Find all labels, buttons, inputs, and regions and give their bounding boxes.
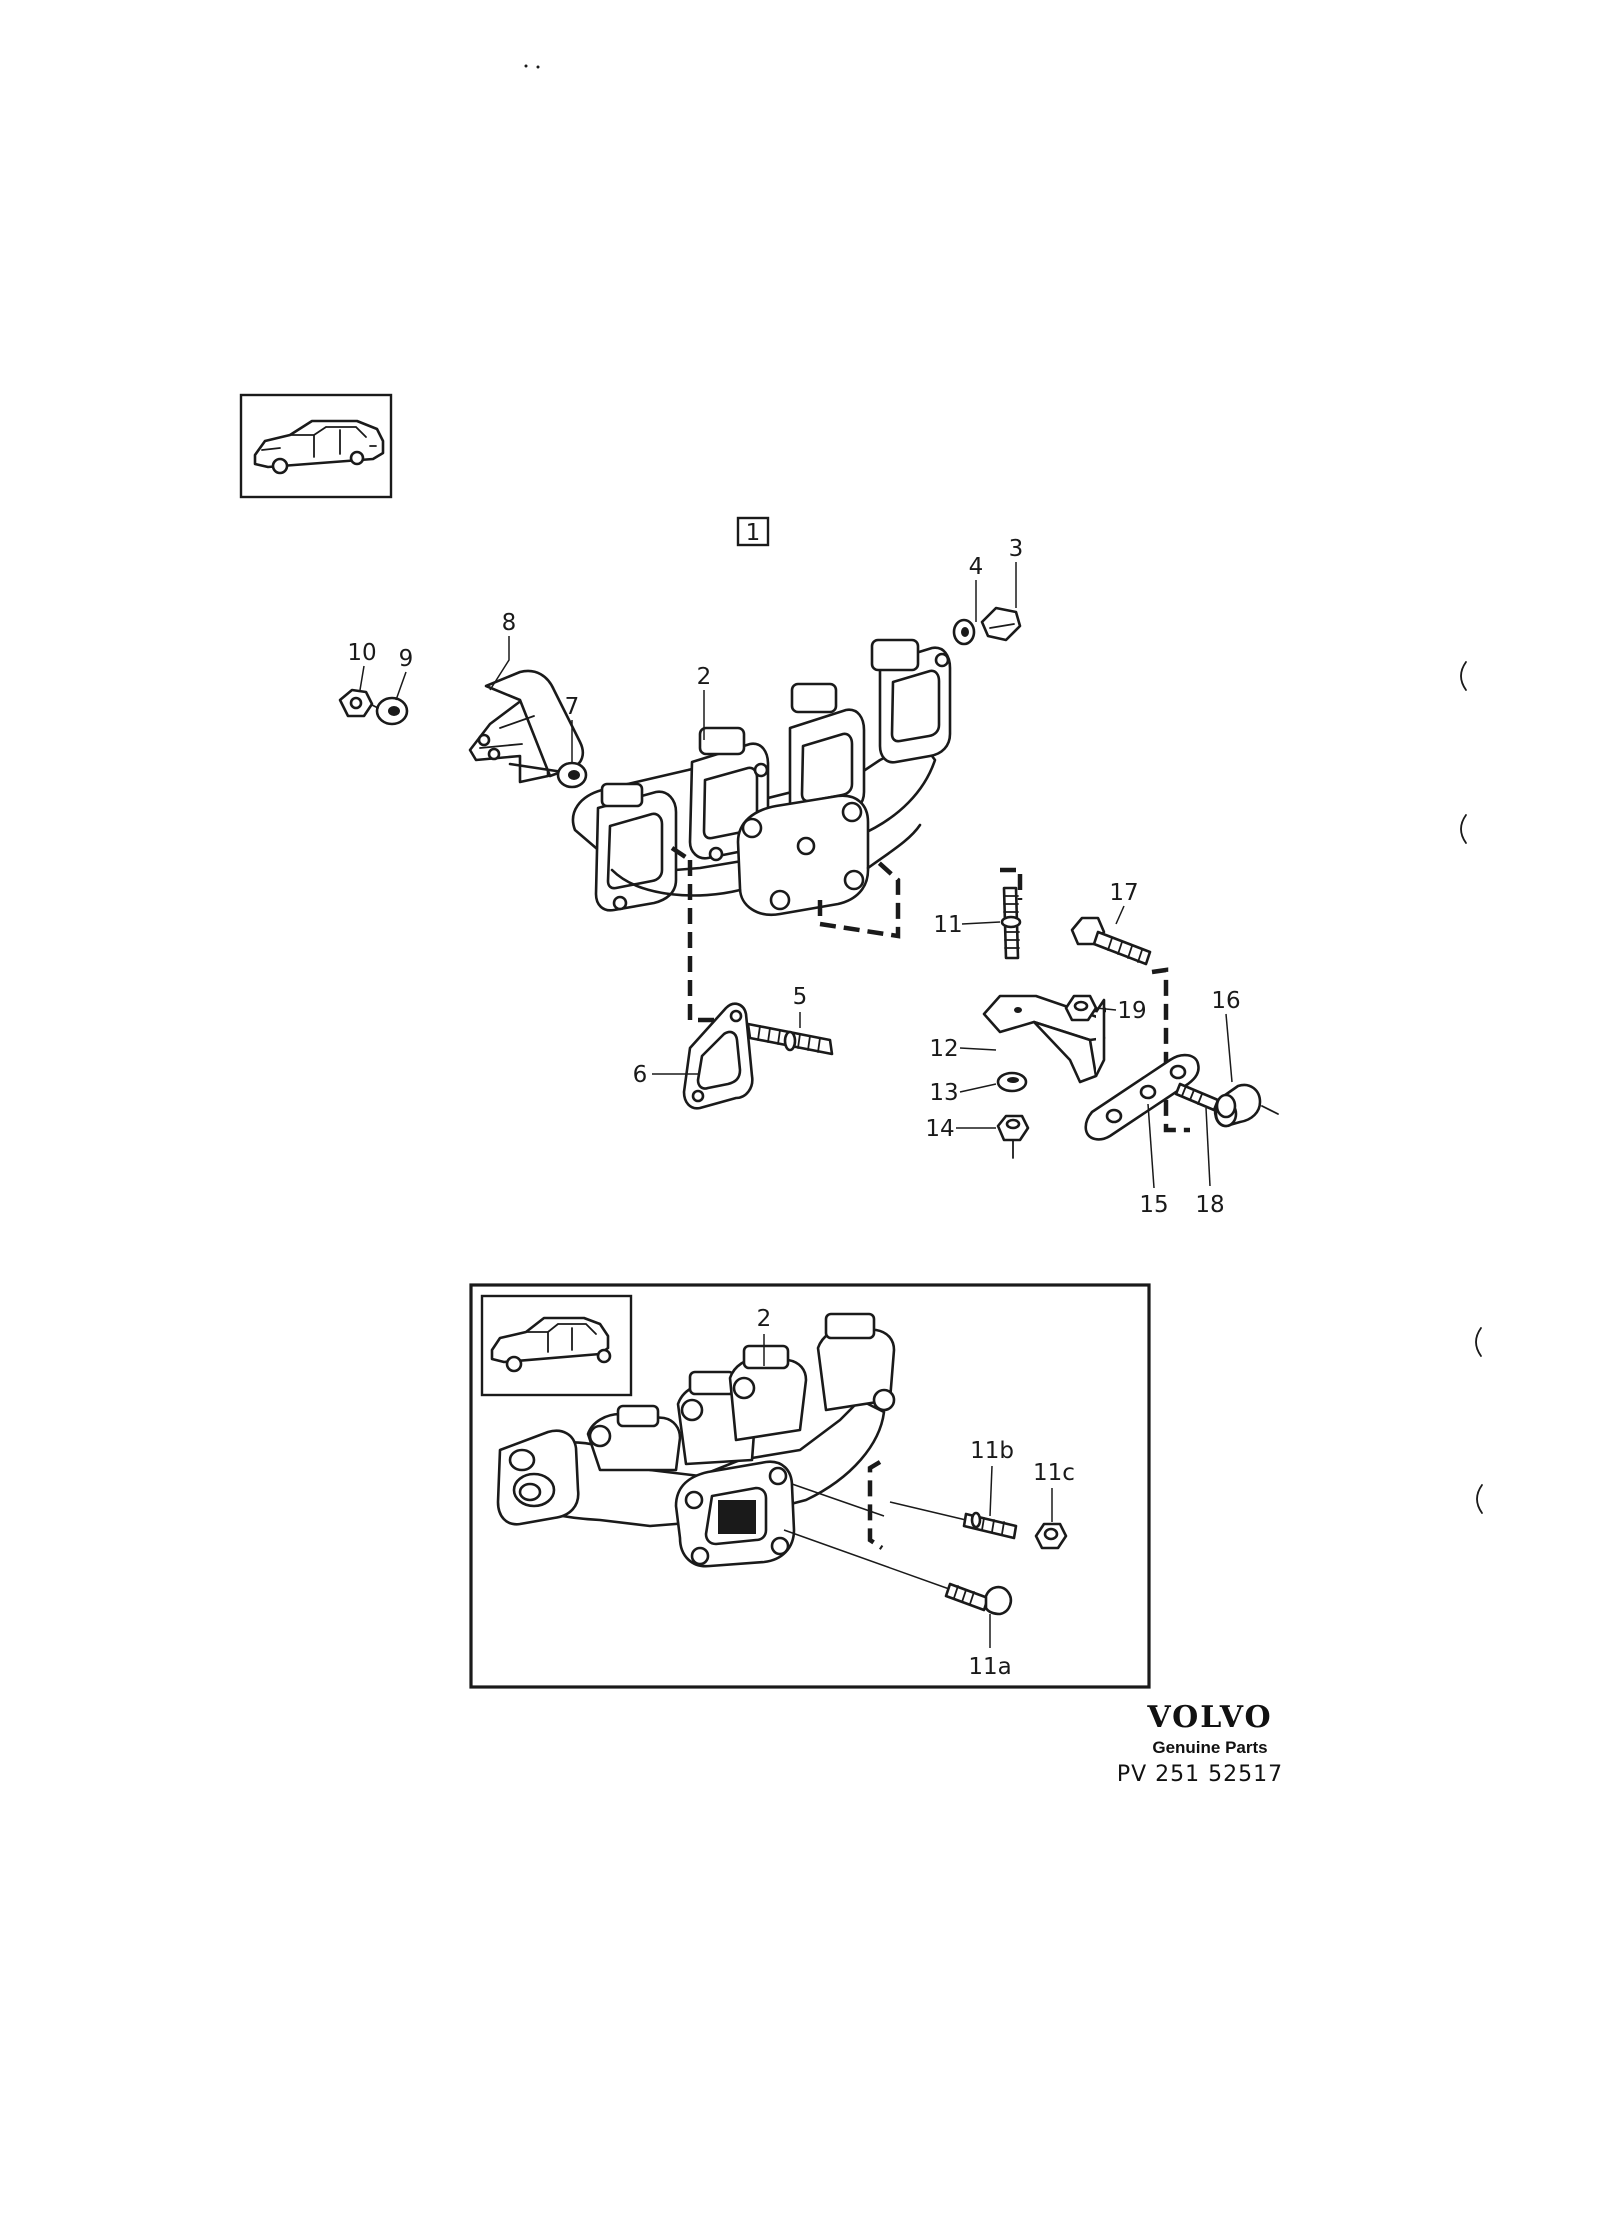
volvo-logo: VOLVO [1147,1700,1273,1735]
callout-6: 6 [633,1062,648,1088]
part-6-gasket [682,1002,754,1110]
callout-12: 12 [929,1036,958,1062]
part-18-screw [1174,1082,1237,1119]
exhaust-manifold-main [571,638,952,917]
part-10-nut [338,688,374,718]
callout-7: 7 [565,694,580,720]
part-number: PV 251 52517 [1116,1762,1284,1787]
scan-marks [524,64,1483,1514]
callout-13: 13 [929,1080,958,1106]
part-4-washer [952,618,976,646]
callout-17: 17 [1109,880,1138,906]
part-3-plug [980,606,1022,642]
part-13-washer [996,1071,1028,1093]
callout-14: 14 [925,1116,954,1142]
callouts-inset: 2 11a 11b 11c [757,1306,1075,1680]
part-19-nut [1064,994,1098,1022]
part-5-stud [746,1022,834,1056]
callout-5: 5 [793,984,808,1010]
part-7-washer [556,761,588,789]
part-11-stud [1000,886,1022,960]
inset-assembly-dashes [783,1460,967,1591]
genuine-parts-label: Genuine Parts [1152,1738,1268,1757]
part-8-bracket [468,669,585,784]
callout-11b: 11b [970,1438,1014,1464]
callout-11a: 11a [968,1654,1011,1680]
callout-16: 16 [1211,988,1240,1014]
callout-15: 15 [1139,1192,1168,1218]
callout-4: 4 [969,554,984,580]
group-marker: 1 [736,516,770,547]
part-9-washer [375,696,409,726]
inset-frame [469,1283,1151,1689]
leader-lines-inset [763,1334,1053,1648]
callout-3: 3 [1009,536,1024,562]
callout-inset-2: 2 [757,1306,772,1332]
part-15-plate [1084,1053,1200,1141]
part-11c-nut [1034,1522,1068,1550]
group-marker-label: 1 [746,520,761,546]
part-11b-stud [962,1511,1018,1540]
callout-18: 18 [1195,1192,1224,1218]
part-14-nut [996,1114,1030,1159]
part-12-bracket [982,994,1106,1084]
part-11a-bolt [944,1582,1013,1616]
callout-11: 11 [933,912,962,938]
inset-vehicle-thumbnail [480,1294,633,1397]
vehicle-thumbnail [239,393,393,499]
part-9-10-axis [371,704,379,709]
callout-11c: 11c [1033,1460,1075,1486]
callout-9: 9 [399,646,414,672]
leader-lines-main [359,562,1233,1189]
callout-10: 10 [347,640,376,666]
callouts-main: 2 3 4 5 6 7 8 9 10 11 12 13 14 15 16 17 … [347,536,1240,1218]
callout-8: 8 [502,610,517,636]
part-17-bolt [1070,916,1152,966]
callout-19: 19 [1117,998,1146,1024]
callout-2: 2 [697,664,712,690]
exhaust-manifold-inset [496,1312,896,1568]
